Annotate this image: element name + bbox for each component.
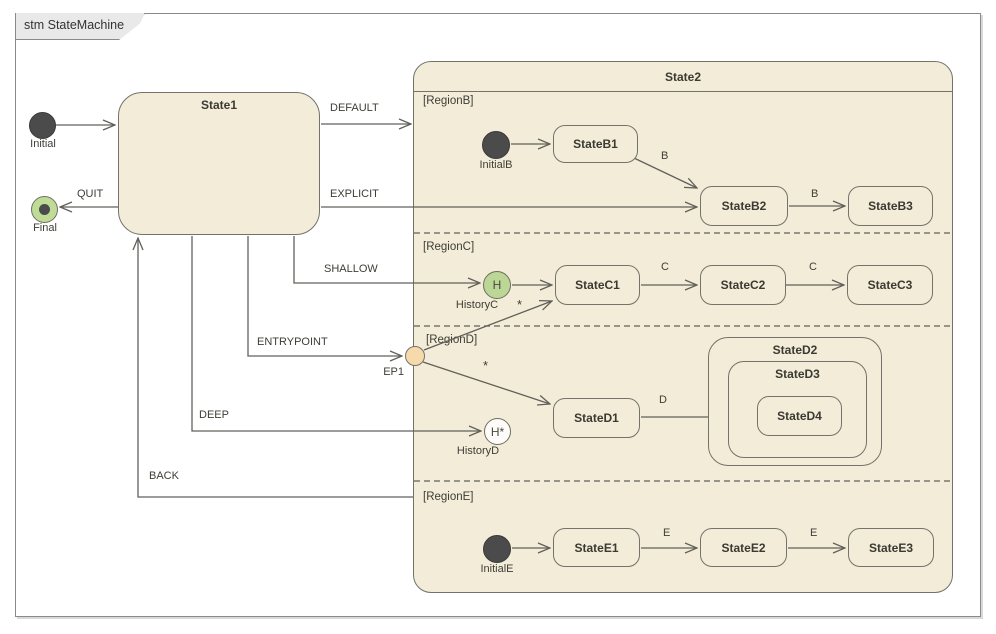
transition-default-label: DEFAULT xyxy=(330,102,379,114)
transition-c2c3-label: C xyxy=(809,261,817,273)
transition-back-label: BACK xyxy=(149,470,179,482)
ep1-label: EP1 xyxy=(383,366,404,378)
frame-title-tab xyxy=(15,13,145,40)
statec3-name: StateC3 xyxy=(867,278,913,292)
state-stateb1[interactable]: StateB1 xyxy=(553,125,638,163)
state-state1[interactable]: State1 xyxy=(118,92,320,235)
shallow-history-glyph: H xyxy=(492,278,502,292)
transition-e2e3-label: E xyxy=(810,527,818,539)
transition-deep-label: DEEP xyxy=(199,409,229,421)
stated3-name: StateD3 xyxy=(775,367,820,381)
state-stated4[interactable]: StateD4 xyxy=(757,396,842,436)
region-d-label: [RegionD] xyxy=(426,334,478,346)
historyc-label: HistoryC xyxy=(455,299,499,311)
statee2-name: StateE2 xyxy=(721,540,766,555)
initiale-label: InitialE xyxy=(480,563,514,575)
stateb2-name: StateB2 xyxy=(721,199,767,213)
deep-history-glyph: H* xyxy=(490,424,505,439)
region-c-label: [RegionC] xyxy=(423,241,475,253)
initialb-node[interactable] xyxy=(482,131,510,159)
deep-history-node[interactable]: H* xyxy=(484,418,511,445)
historyd-label: HistoryD xyxy=(456,445,500,457)
statec1-name: StateC1 xyxy=(575,278,620,292)
state-statee3[interactable]: StateE3 xyxy=(848,528,934,567)
transition-entrypoint-label: ENTRYPOINT xyxy=(257,336,328,348)
initial-node[interactable] xyxy=(29,112,56,139)
transition-ep1-d1-label: * xyxy=(483,358,489,373)
state-stateb2[interactable]: StateB2 xyxy=(700,186,788,226)
region-e-label: [RegionE] xyxy=(423,491,474,503)
state-statec2[interactable]: StateC2 xyxy=(700,265,786,305)
state2-name: State2 xyxy=(664,69,702,84)
state2-titlebar: State2 xyxy=(414,62,952,92)
initial-label: Initial xyxy=(30,138,56,150)
state-statec1[interactable]: StateC1 xyxy=(555,265,640,305)
transition-e1e2-label: E xyxy=(663,527,671,539)
stateb3-name: StateB3 xyxy=(868,199,913,213)
state-statee2[interactable]: StateE2 xyxy=(700,528,787,567)
state-statec3[interactable]: StateC3 xyxy=(847,265,933,305)
final-node[interactable] xyxy=(31,196,58,223)
transition-d1d4-label: D xyxy=(659,394,667,406)
shallow-history-node[interactable]: H xyxy=(483,271,511,299)
stated4-name: StateD4 xyxy=(777,409,822,423)
statec2-name: StateC2 xyxy=(720,278,766,292)
entrypoint-node[interactable] xyxy=(405,346,425,366)
state-stateb3[interactable]: StateB3 xyxy=(848,186,933,226)
state1-name: State1 xyxy=(200,98,238,112)
initiale-node[interactable] xyxy=(483,535,511,563)
transition-shallow-label: SHALLOW xyxy=(324,263,378,275)
state-stated1[interactable]: StateD1 xyxy=(553,398,640,438)
statee1-name: StateE1 xyxy=(574,540,619,555)
stated2-name: StateD2 xyxy=(772,343,818,357)
final-node-dot xyxy=(39,204,50,215)
transition-b2b3-label: B xyxy=(811,188,819,200)
region-b-label: [RegionB] xyxy=(423,95,474,107)
initialb-label: InitialB xyxy=(479,159,513,171)
stateb1-name: StateB1 xyxy=(573,137,618,151)
transition-quit-label: QUIT xyxy=(77,188,104,200)
statee3-name: StateE3 xyxy=(868,540,914,555)
stated1-name: StateD1 xyxy=(574,411,619,425)
transition-explicit-label: EXPLICIT xyxy=(330,188,379,200)
transition-c1c2-label: C xyxy=(661,261,669,273)
transition-ep1-c1-label: * xyxy=(517,297,523,312)
transition-b1b2-label: B xyxy=(661,150,669,162)
frame-title: stm StateMachine xyxy=(24,18,125,32)
final-label: Final xyxy=(33,222,57,234)
state-statee1[interactable]: StateE1 xyxy=(553,528,640,567)
